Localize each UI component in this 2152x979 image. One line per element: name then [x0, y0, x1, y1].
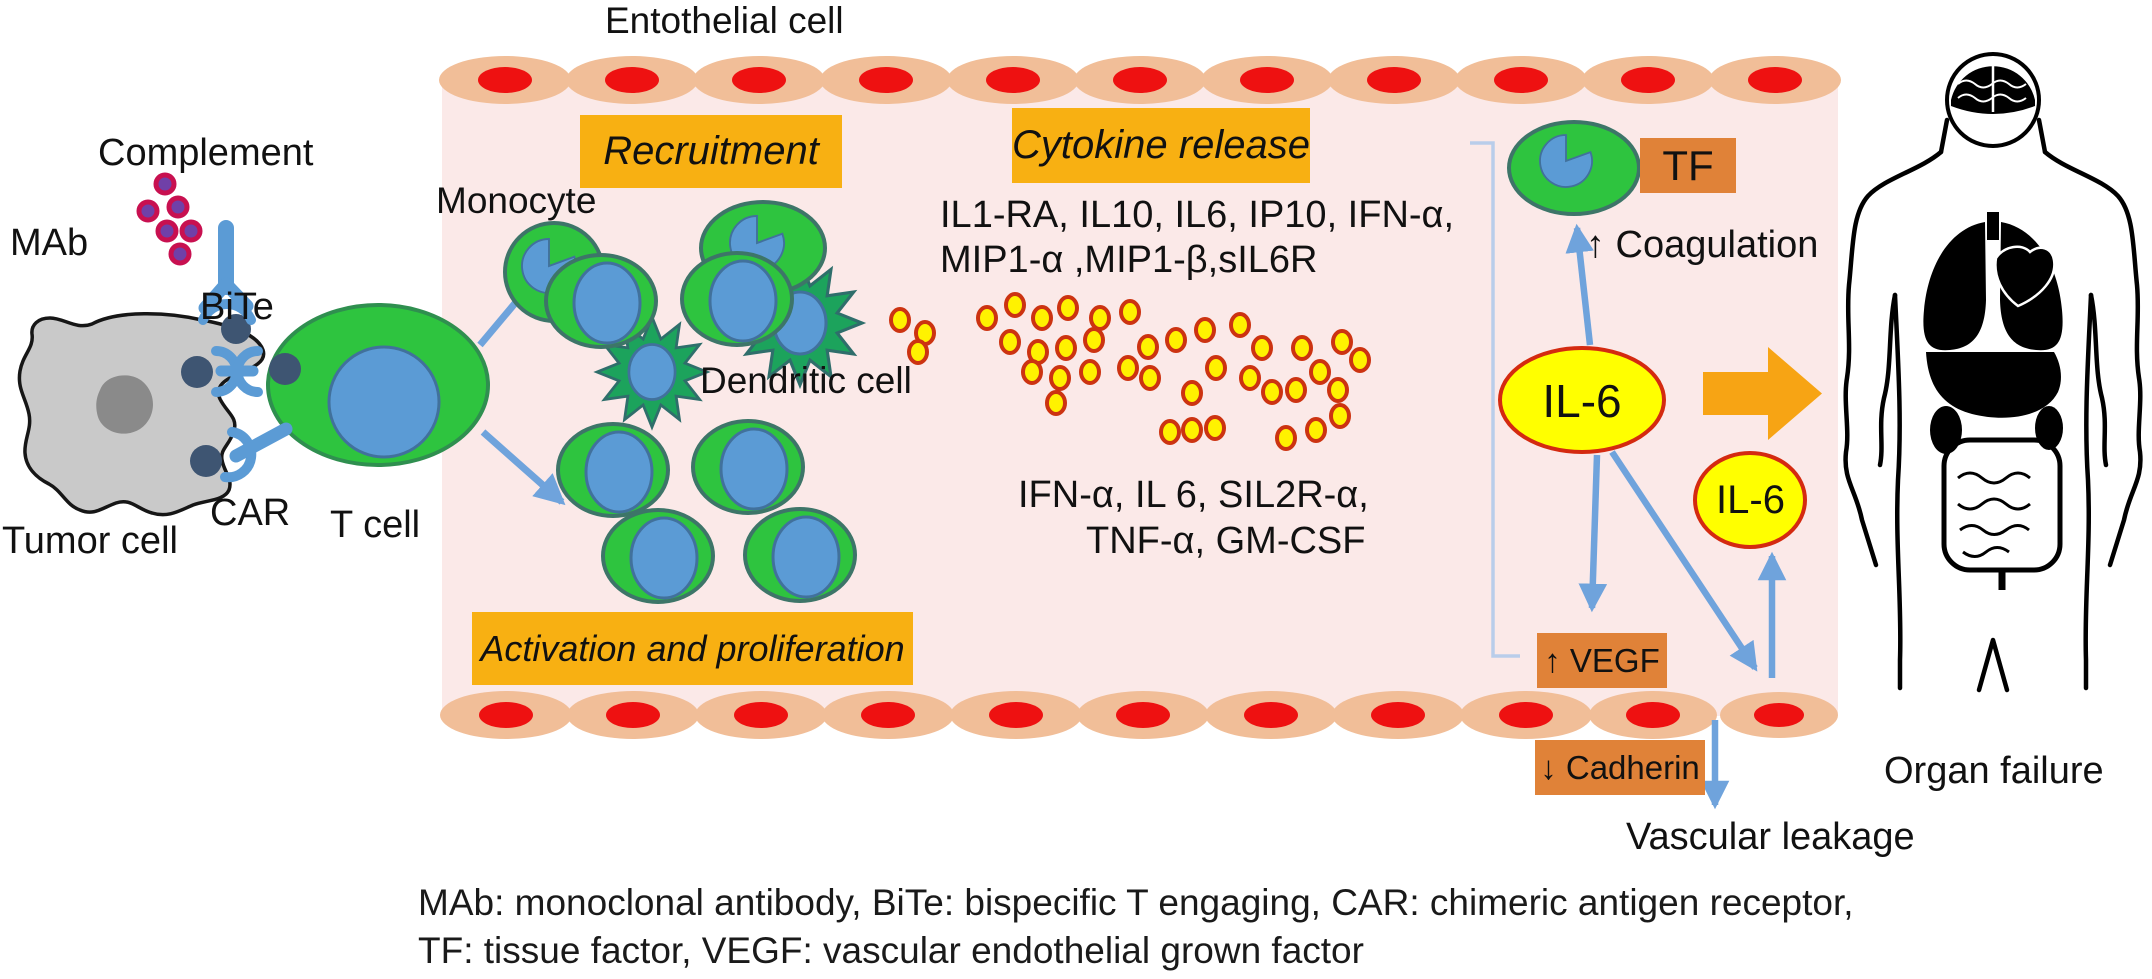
- endothelial-wall-bottom: [440, 691, 1838, 739]
- activation-proliferation-badge: Activation and proliferation: [472, 612, 913, 685]
- human-body-icon: [1843, 52, 2143, 693]
- caption-line1: MAb: monoclonal antibody, BiTe: bispecif…: [418, 882, 1854, 923]
- cytokine-list-lower-line1: IFN-α, IL 6, SIL2R-α,: [1018, 474, 1369, 516]
- complement-label: Complement: [98, 132, 314, 174]
- cadherin-badge: ↓ Cadherin: [1535, 740, 1705, 795]
- tumor-cell-label: Tumor cell: [2, 520, 178, 562]
- cytokine-list-lower-line2: TNF-α, GM-CSF: [1086, 520, 1366, 562]
- coagulation-label: ↑ Coagulation: [1586, 224, 1819, 266]
- endothelial-cell-label: Entothelial cell: [605, 0, 844, 41]
- cytokine-list-upper-line1: IL1-RA, IL10, IL6, IP10, IFN-α,: [940, 194, 1455, 236]
- vegf-badge: ↑ VEGF: [1537, 633, 1667, 688]
- car-label: CAR: [210, 492, 291, 534]
- il6-large-label: IL-6: [1542, 375, 1622, 427]
- antigen-dots: [181, 314, 301, 477]
- cytokine-list-upper-line2: MIP1-α ,MIP1-β,sIL6R: [940, 239, 1318, 281]
- complement-molecules: [136, 172, 203, 266]
- il6-molecule-small: [1693, 451, 1807, 549]
- cytokine-release-badge: Cytokine release: [1012, 108, 1310, 183]
- mab-label: MAb: [10, 222, 89, 264]
- monocyte-cell: [1507, 120, 1641, 216]
- caption-line2: TF: tissue factor, VEGF: vascular endoth…: [418, 930, 1364, 971]
- car-connector-icon: [220, 422, 293, 483]
- vascular-leakage-label: Vascular leakage: [1626, 816, 1915, 858]
- cytokine-dots: [889, 292, 1371, 451]
- mab-antibody-icon: [198, 220, 256, 325]
- big-right-arrow-icon: [1703, 347, 1822, 440]
- recruitment-badge: Recruitment: [580, 115, 842, 188]
- tumor-nucleus: [96, 375, 153, 434]
- il6-effect-arrows: [1565, 223, 1787, 810]
- bite-connector-icon: [211, 346, 263, 397]
- tf-badge: TF: [1640, 138, 1736, 193]
- il6-small-label: IL-6: [1716, 478, 1785, 522]
- t-cell-nucleus: [327, 345, 441, 459]
- organ-failure-label: Organ failure: [1884, 750, 2104, 792]
- bite-label: BiTe: [200, 286, 274, 328]
- cytokine-bracket: [1470, 141, 1520, 658]
- il6-molecule-large: [1498, 346, 1666, 454]
- dendritic-cell-label: Dendritic cell: [700, 360, 912, 401]
- t-cell-label: T cell: [330, 504, 421, 546]
- monocyte-label: Monocyte: [436, 180, 597, 221]
- endothelial-wall-top: [439, 56, 1841, 104]
